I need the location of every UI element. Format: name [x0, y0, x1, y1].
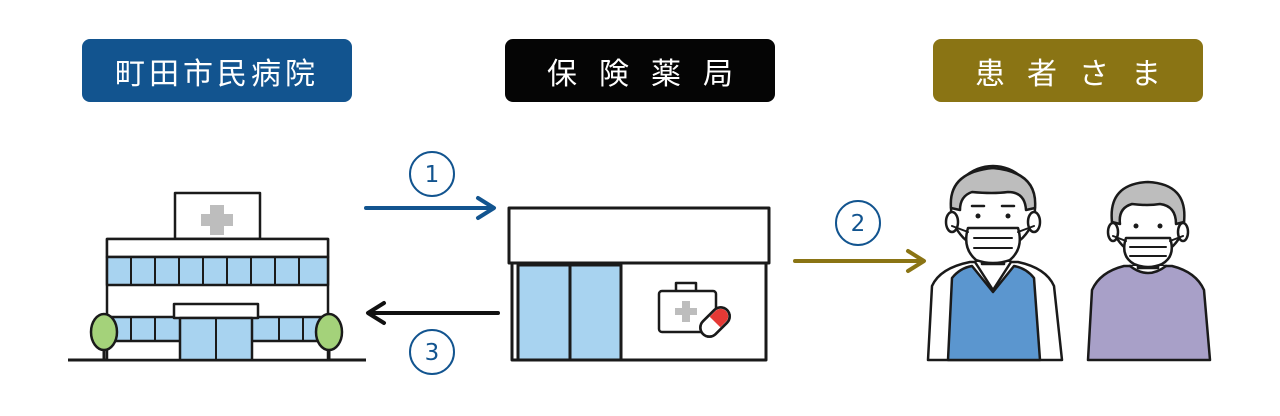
hospital-label: 町田市民病院 — [82, 39, 352, 102]
step-2-number: 2 — [851, 211, 866, 237]
pharmacy-label: 保険薬局 — [505, 39, 775, 102]
arrow-pharmacy-to-hospital — [366, 301, 500, 325]
step-1-number: 1 — [425, 162, 440, 188]
patient-label: 患者さま — [933, 39, 1203, 102]
patient-man-icon — [926, 164, 1064, 362]
step-1-marker: 1 — [409, 151, 455, 197]
step-2-marker: 2 — [835, 200, 881, 246]
step-3-marker: 3 — [409, 329, 455, 375]
pharmacy-shop-icon — [507, 206, 771, 362]
arrow-hospital-to-pharmacy — [364, 196, 496, 220]
step-3-number: 3 — [425, 340, 440, 366]
capsule-icon — [699, 306, 731, 338]
patient-woman-icon — [1086, 180, 1212, 362]
hospital-building-icon — [68, 191, 366, 362]
arrow-pharmacy-to-patient — [793, 249, 926, 273]
